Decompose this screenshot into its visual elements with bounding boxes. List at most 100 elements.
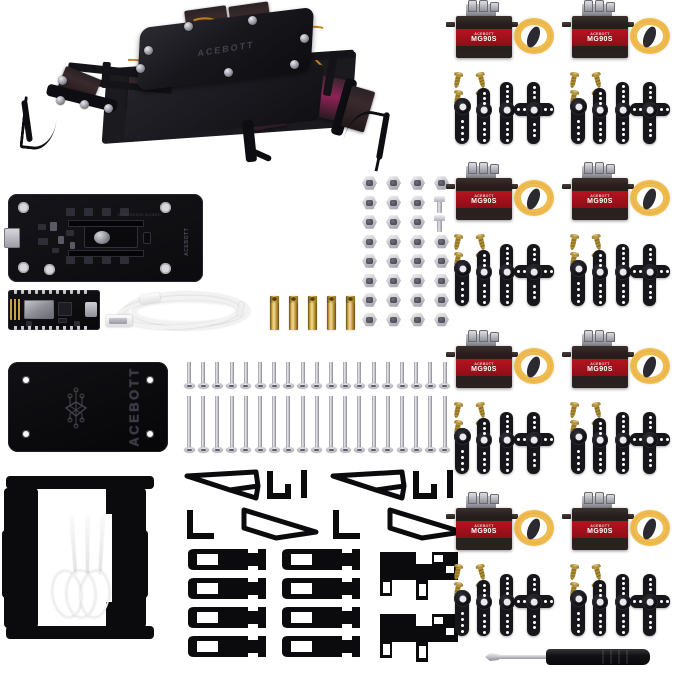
servo-horn-hub-a: [454, 98, 471, 115]
screw-head: [368, 383, 380, 389]
screw-long: [272, 396, 277, 448]
robot-top-screw-2: [184, 22, 193, 31]
screw-head: [339, 447, 351, 453]
servo-output-gear: [584, 492, 593, 504]
assembled-quadruped-robot: ACEBOTT: [8, 0, 448, 185]
servo-mount-tab-left: [446, 22, 455, 27]
screw-head: [325, 383, 337, 389]
servo-horn-hub-a: [454, 428, 471, 445]
screw-short: [371, 362, 376, 384]
hex-nut: [434, 234, 449, 249]
esp-reset-button[interactable]: [74, 321, 80, 327]
servo-horn-hub-c: [615, 102, 631, 118]
servo-horn-hub-a: [570, 98, 587, 115]
robot-top-screw-4: [300, 34, 309, 43]
servo-gear-3: [490, 332, 499, 342]
screw-short: [385, 362, 390, 384]
hex-nut: [362, 215, 377, 229]
servo-horn-hub-b: [592, 432, 608, 448]
logo-plate-brand: ACEBOTT: [126, 366, 142, 447]
servo-mount-tab-left: [562, 184, 571, 189]
screw-head: [268, 383, 280, 389]
servo-horn-hub-d: [642, 594, 658, 610]
screw-short: [414, 362, 419, 384]
screw-short: [187, 362, 191, 384]
brass-standoffs: [268, 296, 358, 336]
servo-mount-screw: [568, 233, 578, 250]
servo-bracket: [188, 549, 266, 570]
pcb-module-socket: [84, 226, 138, 248]
servo-mount-screw: [592, 563, 603, 580]
servo-gear-3: [490, 494, 499, 504]
pcb-connector-5: [66, 256, 75, 264]
hex-nut: [410, 293, 425, 307]
usb-a-connector: [106, 315, 132, 327]
robot-screw-leg-2: [80, 100, 89, 109]
screw-head: [240, 447, 252, 453]
screw-head: [268, 447, 280, 453]
servo-brand: ACEBOTT: [590, 523, 610, 528]
servo-horn-hub-c: [615, 264, 631, 280]
screw-head: [183, 383, 195, 389]
screwdriver-shaft: [496, 655, 550, 659]
screw-head: [282, 447, 294, 453]
hex-nut: [362, 312, 377, 327]
screw-short: [258, 362, 262, 384]
screw-head: [396, 447, 408, 453]
screw-long: [400, 396, 404, 448]
pcb-brand-logo: ACEBOTT: [184, 227, 190, 256]
servo-mount-screw: [452, 563, 462, 580]
robot-top-screw-5: [224, 68, 233, 77]
nodemcu-esp8266-board: [8, 290, 100, 330]
screw-long: [286, 396, 291, 448]
hex-nut: [386, 176, 401, 190]
screw-short: [286, 362, 291, 384]
servo-model: MG90S: [471, 197, 497, 205]
hex-nut: [410, 254, 425, 268]
servo-idler-gear: [595, 162, 604, 174]
frame-tab-bl: [26, 602, 35, 630]
screw-long: [329, 396, 333, 448]
servo-idler-gear: [595, 330, 604, 342]
screw-long: [243, 396, 248, 448]
screw-head: [254, 383, 266, 389]
pcb-connector-1: [66, 208, 75, 216]
servo-model: MG90S: [587, 365, 613, 373]
hex-nut: [386, 215, 401, 229]
pcb-mount-hole-3: [44, 264, 55, 275]
hex-nuts: [362, 176, 458, 336]
servo-mount-screw: [592, 401, 603, 418]
servo-horn-hub-a: [570, 260, 587, 277]
screw-head: [382, 447, 394, 453]
screw-head: [439, 447, 451, 453]
screw-short: [272, 362, 277, 384]
servo-bracket: [282, 549, 360, 570]
servo-mount-tab-left: [562, 22, 571, 27]
expansion-shield-board: EXPANSION BOARD ACEBOTT: [4, 194, 203, 282]
hex-nut: [362, 195, 377, 210]
screw-head: [282, 383, 294, 389]
servo-mount-screw: [452, 401, 462, 418]
servo-output-gear: [468, 330, 477, 342]
servo-idler-gear: [595, 492, 604, 504]
esp-flash-button[interactable]: [26, 321, 32, 327]
robot-top-screw-7: [136, 64, 145, 73]
screw-short: [329, 362, 333, 384]
servo-model: MG90S: [471, 527, 497, 535]
servo-wire-coil-mid: [634, 184, 666, 212]
screw-long: [258, 396, 262, 448]
servo-wire-coil-mid: [518, 22, 550, 50]
servo-mount-screw: [568, 563, 578, 580]
servo-gear-3: [606, 494, 615, 504]
screw-head: [226, 447, 238, 453]
hex-nut: [362, 176, 377, 190]
screwdriver-tip: [485, 653, 499, 661]
servo-wire-coil-outer: [514, 18, 554, 54]
screw-head: [325, 447, 337, 453]
servo-output-gear: [468, 0, 477, 12]
screw-head: [439, 383, 451, 389]
